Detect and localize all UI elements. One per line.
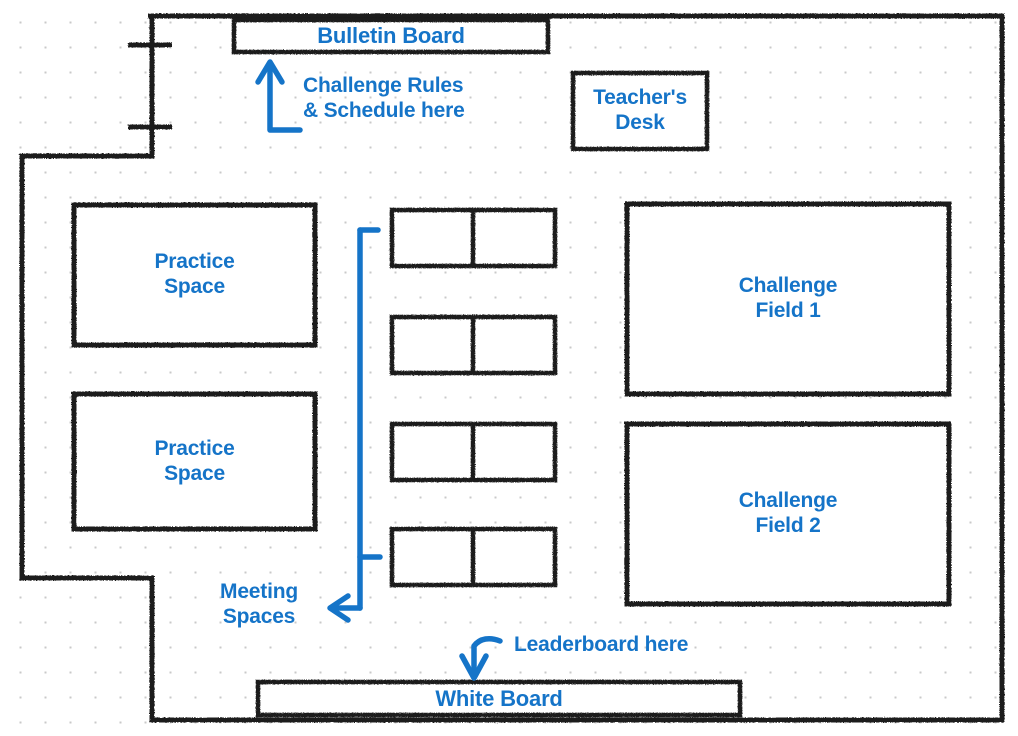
practice-space-2-shape bbox=[71, 391, 318, 532]
door-opening-marks bbox=[128, 42, 172, 130]
practice-space-1-shape bbox=[71, 202, 318, 348]
bulletin-board-shape bbox=[231, 17, 551, 55]
meeting-table-3-shape bbox=[389, 421, 558, 483]
white-board-shape bbox=[255, 679, 743, 718]
room-wall-outline bbox=[19, 13, 1005, 723]
leaderboard-arrow-icon bbox=[459, 635, 503, 681]
teachers-desk-shape bbox=[570, 70, 710, 152]
challenge-field-2-shape bbox=[624, 421, 952, 607]
meeting-table-1-shape bbox=[389, 207, 558, 269]
challenge-field-1-shape bbox=[624, 201, 952, 397]
meeting-table-4-shape bbox=[389, 526, 558, 588]
meeting-spaces-bracket-icon bbox=[327, 227, 383, 623]
meeting-table-2-shape bbox=[389, 314, 558, 376]
challenge-rules-arrow-icon bbox=[255, 59, 303, 133]
